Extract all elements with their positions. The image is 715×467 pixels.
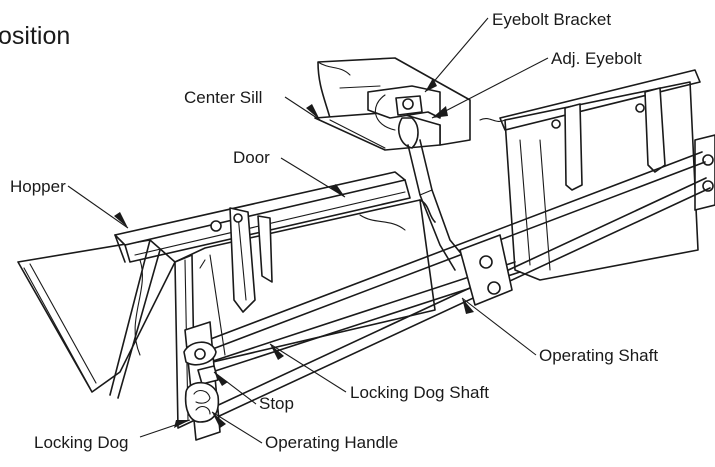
label-operating-handle: Operating Handle bbox=[265, 433, 398, 452]
leader-center-sill bbox=[284, 96, 321, 121]
leader-operating-handle bbox=[211, 411, 263, 444]
label-eyebolt-bracket: Eyebolt Bracket bbox=[492, 10, 611, 29]
label-operating-shaft: Operating Shaft bbox=[539, 346, 658, 365]
label-stop: Stop bbox=[259, 394, 294, 413]
operating-handle bbox=[184, 381, 220, 423]
leader-hopper bbox=[67, 185, 129, 229]
locking-dog bbox=[183, 341, 217, 366]
locking-dog-shaft bbox=[207, 151, 706, 373]
shaft-coupling bbox=[459, 234, 513, 306]
right-end-post bbox=[694, 134, 715, 211]
leader-adj-eyebolt bbox=[431, 57, 549, 119]
leader-locking-dog-shaft bbox=[269, 343, 347, 393]
stop bbox=[197, 365, 219, 385]
adj-eyebolt bbox=[398, 117, 469, 271]
label-door: Door bbox=[233, 148, 270, 167]
leader-operating-shaft bbox=[461, 297, 537, 356]
leader-arrowheads bbox=[114, 78, 474, 428]
left-hinge-brackets bbox=[210, 207, 273, 313]
right-door-panel bbox=[479, 69, 701, 281]
label-locking-dog-shaft: Locking Dog Shaft bbox=[350, 383, 489, 402]
leader-eyebolt-bracket bbox=[424, 17, 489, 93]
label-adj-eyebolt: Adj. Eyebolt bbox=[551, 49, 642, 68]
label-center-sill: Center Sill bbox=[184, 88, 262, 107]
title-fragment: osition bbox=[0, 22, 70, 50]
label-hopper: Hopper bbox=[10, 177, 66, 196]
hopper-panel bbox=[17, 239, 176, 399]
label-locking-dog: Locking Dog bbox=[34, 433, 129, 452]
right-hinge-brackets bbox=[551, 87, 666, 191]
eyebolt-bracket bbox=[367, 85, 441, 131]
operating-shaft bbox=[211, 177, 711, 419]
